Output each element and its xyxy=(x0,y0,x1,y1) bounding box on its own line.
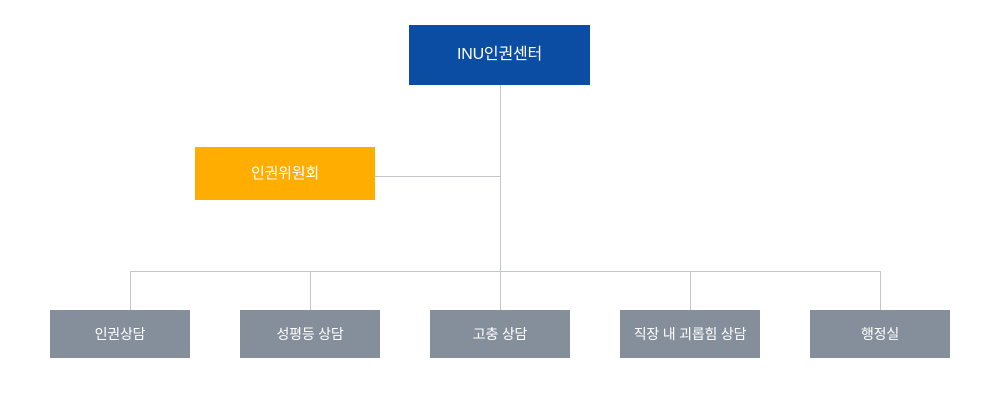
node-department-1[interactable]: 인권상담 xyxy=(50,310,190,358)
connector-root-vertical xyxy=(500,85,501,272)
connector-drop-5 xyxy=(880,271,881,310)
node-root-label: INU인권센터 xyxy=(456,46,543,64)
node-department-4[interactable]: 직장 내 괴롭힘 상담 xyxy=(620,310,760,358)
node-department-2[interactable]: 성평등 상담 xyxy=(240,310,380,358)
node-department-1-label: 인권상담 xyxy=(94,325,146,342)
node-department-2-label: 성평등 상담 xyxy=(276,325,344,342)
connector-distribution-bar xyxy=(130,271,881,272)
node-root[interactable]: INU인권센터 xyxy=(409,25,590,85)
node-department-3[interactable]: 고충 상담 xyxy=(430,310,570,358)
node-department-5-label: 행정실 xyxy=(860,325,900,342)
connector-drop-1 xyxy=(130,271,131,310)
connector-drop-3 xyxy=(500,271,501,310)
node-department-3-label: 고충 상담 xyxy=(472,325,528,342)
node-department-5[interactable]: 행정실 xyxy=(810,310,950,358)
connector-committee-horizontal xyxy=(375,176,501,177)
connector-drop-4 xyxy=(690,271,691,310)
node-committee-label: 인권위원회 xyxy=(250,164,319,182)
node-committee[interactable]: 인권위원회 xyxy=(195,147,375,200)
connector-drop-2 xyxy=(310,271,311,310)
node-department-4-label: 직장 내 괴롭힘 상담 xyxy=(633,325,747,342)
